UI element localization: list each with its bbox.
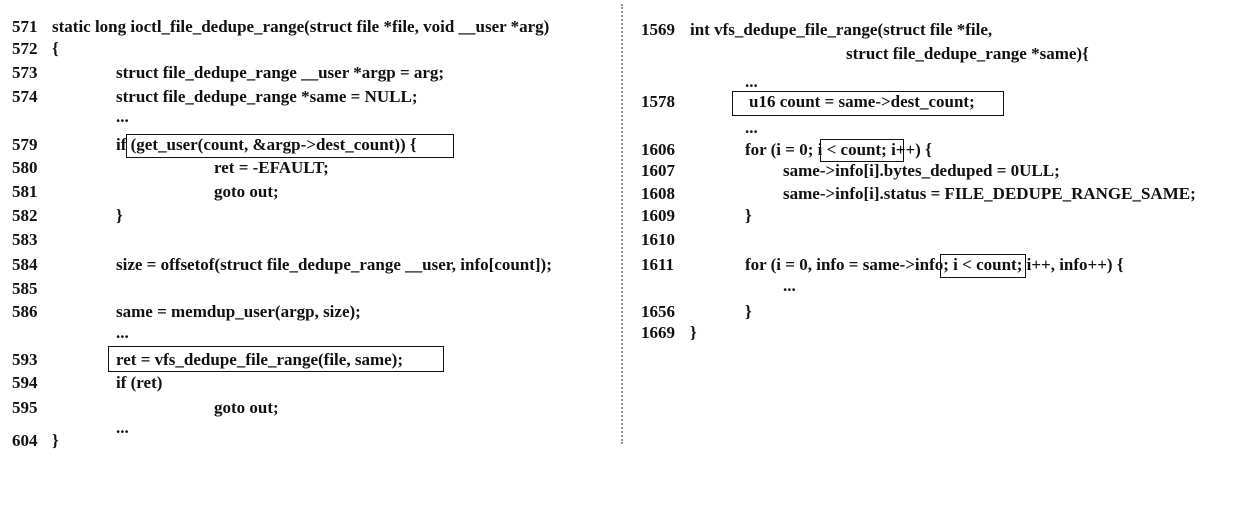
- line-number: 583: [12, 230, 38, 249]
- ellipsis: ...: [745, 118, 758, 137]
- code-line: 1669 }: [641, 322, 697, 344]
- code-line: 584 size = offsetof(struct file_dedupe_r…: [12, 254, 552, 276]
- code-text: }: [745, 206, 752, 225]
- line-number: 593: [12, 350, 38, 369]
- code-line: 572 {: [12, 38, 59, 60]
- line-number: 586: [12, 302, 38, 321]
- ellipsis: ...: [783, 276, 796, 295]
- line-number: 1578: [641, 92, 675, 111]
- line-number: 604: [12, 431, 38, 450]
- code-line: 586 same = memdup_user(argp, size);: [12, 301, 361, 323]
- code-line: 1569 int vfs_dedupe_file_range(struct fi…: [641, 19, 992, 41]
- code-line: ...: [12, 417, 129, 439]
- code-text: same->info[i].bytes_deduped = 0ULL;: [783, 161, 1060, 180]
- code-text: if (get_user(count, &argp->dest_count)) …: [116, 135, 417, 154]
- line-number: 1609: [641, 206, 675, 225]
- code-text: struct file_dedupe_range __user *argp = …: [116, 63, 445, 82]
- code-text: for (i = 0; i < count; i++) {: [745, 140, 932, 159]
- code-line: 1607 same->info[i].bytes_deduped = 0ULL;: [641, 160, 1060, 182]
- ellipsis: ...: [116, 323, 129, 342]
- code-line: 594 if (ret): [12, 372, 162, 394]
- line-number: 579: [12, 135, 38, 154]
- code-text: for (i = 0, info = same->info; i < count…: [745, 255, 1124, 274]
- code-line: 1578 u16 count = same->dest_count;: [641, 91, 975, 113]
- left-code-listing: 571 static long ioctl_file_dedupe_range(…: [0, 0, 620, 452]
- code-line: 604 }: [12, 430, 59, 452]
- line-number: 581: [12, 182, 38, 201]
- line-number: 595: [12, 398, 38, 417]
- code-text: }: [745, 302, 752, 321]
- line-number: 584: [12, 255, 38, 274]
- code-line: 1611 for (i = 0, info = same->info; i < …: [641, 254, 1124, 276]
- line-number: 582: [12, 206, 38, 225]
- code-line: 595 goto out;: [12, 397, 279, 419]
- code-text: size = offsetof(struct file_dedupe_range…: [116, 255, 552, 274]
- code-text: }: [690, 323, 697, 342]
- code-line: 1656 }: [641, 301, 752, 323]
- code-line: 585: [12, 278, 38, 300]
- code-text: ret = vfs_dedupe_file_range(file, same);: [116, 350, 403, 369]
- code-line: ...: [12, 322, 129, 344]
- code-line: 579 if (get_user(count, &argp->dest_coun…: [12, 134, 417, 156]
- code-line: 581 goto out;: [12, 181, 279, 203]
- code-text: goto out;: [214, 398, 279, 417]
- line-number: 1669: [641, 323, 675, 342]
- code-text: struct file_dedupe_range *same){: [846, 44, 1089, 63]
- code-line: 1608 same->info[i].status = FILE_DEDUPE_…: [641, 183, 1196, 205]
- code-line: ...: [641, 117, 758, 139]
- code-line: ...: [641, 71, 758, 93]
- code-line: 573 struct file_dedupe_range __user *arg…: [12, 62, 444, 84]
- highlight-box-get-user: [126, 134, 454, 158]
- code-line: 582 }: [12, 205, 123, 227]
- line-number: 1656: [641, 302, 675, 321]
- line-number: 594: [12, 373, 38, 392]
- code-line: 593 ret = vfs_dedupe_file_range(file, sa…: [12, 349, 403, 371]
- code-line: 1610: [641, 229, 675, 251]
- highlight-box-vfs-call: [108, 346, 444, 372]
- line-number: 574: [12, 87, 38, 106]
- highlight-box-loop-condition-2: [940, 254, 1026, 278]
- code-text: }: [116, 206, 123, 225]
- line-number: 1607: [641, 161, 675, 180]
- code-text: same = memdup_user(argp, size);: [116, 302, 361, 321]
- code-text: same->info[i].status = FILE_DEDUPE_RANGE…: [783, 184, 1196, 203]
- ellipsis: ...: [116, 107, 129, 126]
- line-number: 1606: [641, 140, 675, 159]
- line-number: 580: [12, 158, 38, 177]
- code-line: ...: [641, 275, 796, 297]
- highlight-box-u16-count: [732, 91, 1004, 116]
- right-code-listing: 1569 int vfs_dedupe_file_range(struct fi…: [628, 0, 1253, 452]
- code-line: 580 ret = -EFAULT;: [12, 157, 329, 179]
- highlight-box-loop-condition-1: [820, 139, 904, 162]
- line-number: 572: [12, 39, 38, 58]
- code-text: if (ret): [116, 373, 163, 392]
- panel-divider: [621, 4, 623, 444]
- code-line: ...: [12, 106, 129, 128]
- line-number: 585: [12, 279, 38, 298]
- ellipsis: ...: [116, 418, 129, 437]
- code-text: u16 count = same->dest_count;: [749, 92, 975, 111]
- code-text: ret = -EFAULT;: [214, 158, 329, 177]
- code-text: }: [52, 431, 59, 450]
- code-text: goto out;: [214, 182, 279, 201]
- code-line: 1606 for (i = 0; i < count; i++) {: [641, 139, 932, 161]
- code-text: static long ioctl_file_dedupe_range(stru…: [52, 17, 550, 36]
- code-text: int vfs_dedupe_file_range(struct file *f…: [690, 20, 993, 39]
- line-number: 1569: [641, 20, 675, 39]
- code-line: struct file_dedupe_range *same){: [641, 43, 1089, 65]
- line-number: 1608: [641, 184, 675, 203]
- line-number: 1611: [641, 255, 675, 274]
- code-line: 583: [12, 229, 38, 251]
- code-line: 574 struct file_dedupe_range *same = NUL…: [12, 86, 418, 108]
- line-number: 571: [12, 17, 38, 36]
- code-line: 571 static long ioctl_file_dedupe_range(…: [12, 16, 549, 38]
- code-text: struct file_dedupe_range *same = NULL;: [116, 87, 418, 106]
- line-number: 573: [12, 63, 38, 82]
- code-line: 1609 }: [641, 205, 752, 227]
- code-text: {: [52, 39, 59, 58]
- ellipsis: ...: [745, 72, 758, 91]
- line-number: 1610: [641, 230, 675, 249]
